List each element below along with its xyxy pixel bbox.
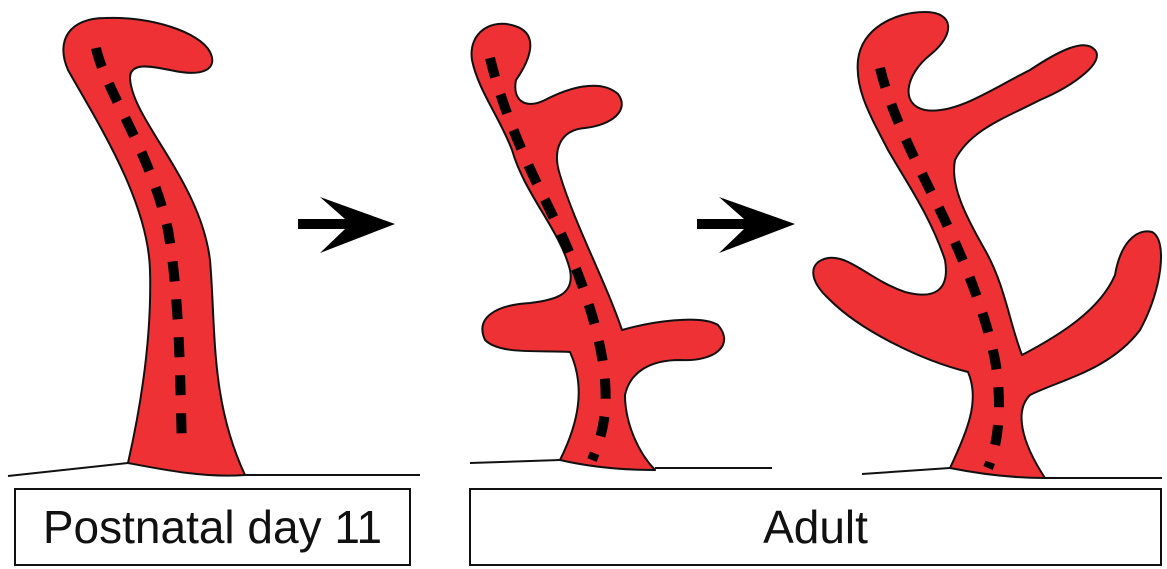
ground-line	[862, 468, 950, 474]
label-postnatal-day-11-text: Postnatal day 11	[43, 504, 382, 550]
label-postnatal-day-11: Postnatal day 11	[14, 488, 411, 566]
label-adult: Adult	[469, 488, 1162, 566]
vessel-adult-mature	[813, 12, 1162, 478]
arrow-right-icon	[697, 197, 795, 253]
label-adult-text: Adult	[763, 504, 868, 550]
arrow-right-icon	[298, 197, 395, 253]
vessel-body	[813, 12, 1161, 478]
vessel-body	[472, 24, 725, 470]
vessel-postnatal-day-11	[8, 18, 420, 476]
ground-line	[470, 460, 560, 463]
vessel-body	[63, 18, 245, 476]
ground-line	[8, 463, 128, 476]
